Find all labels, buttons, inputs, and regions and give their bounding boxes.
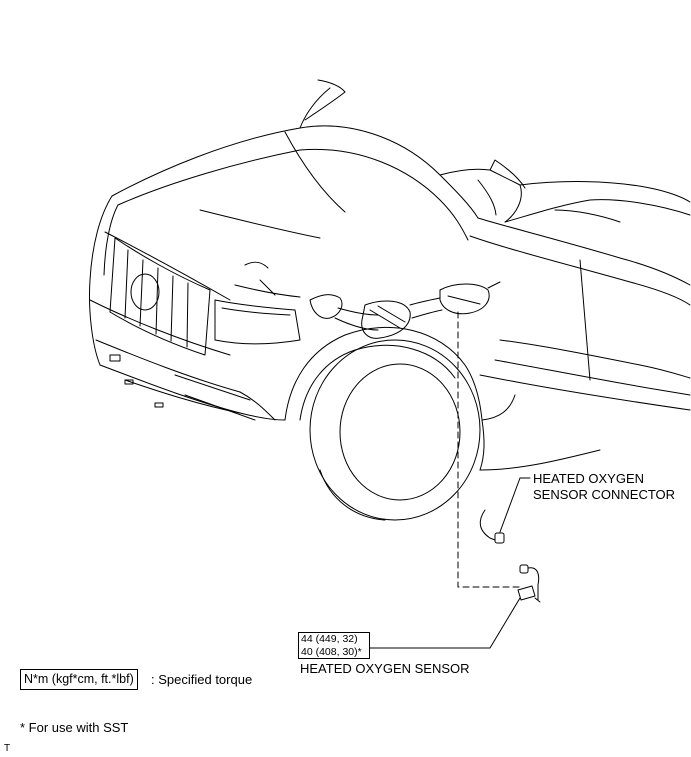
sensor-connector-part	[479, 509, 505, 544]
torque-unit-description: : Specified torque	[151, 672, 253, 687]
sst-footnote: * For use with SST	[20, 720, 129, 735]
vehicle-body	[89, 79, 691, 521]
footer-mark: T	[4, 743, 11, 754]
oxygen-sensor-part	[517, 564, 541, 603]
torque-unit-legend-box: N*m (kgf*cm, ft.*lbf)	[20, 669, 138, 690]
torque-value-standard: 44 (449, 32)	[301, 633, 358, 645]
torque-value-sst: 40 (408, 30)*	[301, 645, 362, 658]
sensor-label: HEATED OXYGEN SENSOR	[300, 661, 470, 676]
connector-label-line1: HEATED OXYGEN	[533, 471, 645, 486]
torque-spec-box: 44 (449, 32) 40 (408, 30)*	[298, 632, 370, 659]
leader-lines	[369, 311, 531, 649]
connector-label-line2: SENSOR CONNECTOR	[533, 487, 676, 502]
exhaust-assembly	[309, 281, 501, 339]
